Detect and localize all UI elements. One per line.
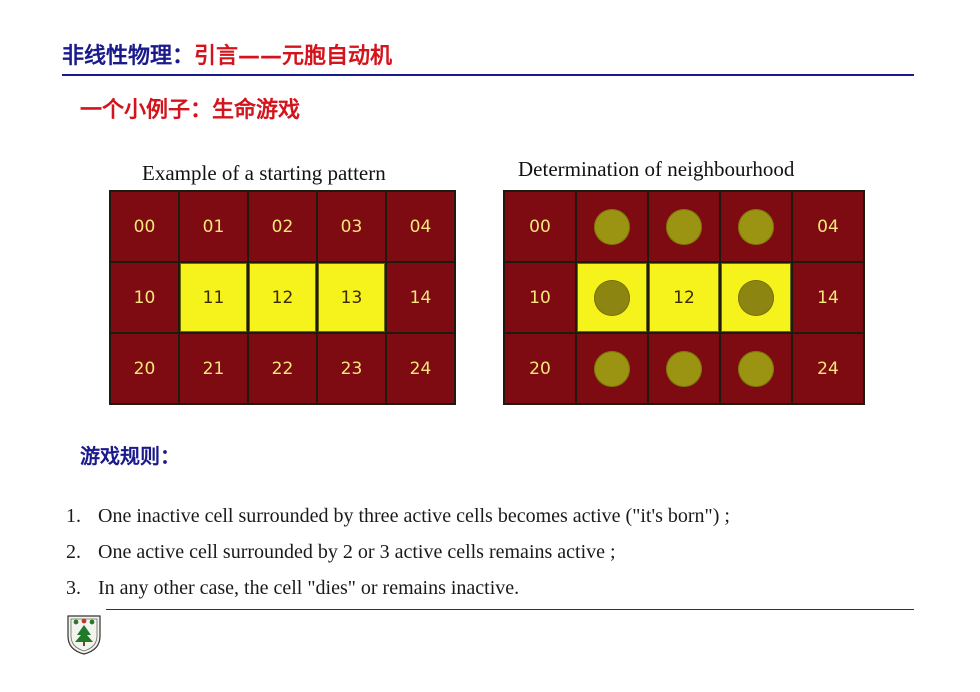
grid-cell: 01 [180, 192, 247, 261]
grid-cell: 00 [111, 192, 178, 261]
rule-item: 2. One active cell surrounded by 2 or 3 a… [66, 534, 730, 570]
grid-cell: 10 [505, 263, 575, 332]
neighbour-dot [738, 208, 774, 245]
cell-label: 12 [271, 287, 294, 308]
grid-cell: 14 [387, 263, 454, 332]
grid-cell [649, 334, 719, 403]
grid-cell: 02 [249, 192, 316, 261]
cell-label: 24 [817, 358, 839, 379]
grid-cell [649, 192, 719, 261]
grid-cell: 22 [249, 334, 316, 403]
section-subtitle: 一个小例子：生命游戏 [80, 98, 301, 123]
cell-label: 04 [409, 216, 432, 237]
grid-cell: 20 [505, 334, 575, 403]
grid-cell: 00 [505, 192, 575, 261]
grid-cell [577, 334, 647, 403]
rule-number: 2. [66, 541, 81, 563]
grid-cell: 04 [793, 192, 863, 261]
cell-label: 20 [133, 358, 156, 379]
grid-cell: 21 [180, 334, 247, 403]
cell-label: 14 [817, 287, 839, 308]
rule-item: 3. In any other case, the cell "dies" or … [66, 570, 730, 606]
title-prefix: 非线性物理： [62, 44, 195, 69]
grid-cell: 24 [387, 334, 454, 403]
grid-cell: 12 [649, 263, 719, 332]
neighbour-dot [594, 279, 630, 316]
cell-label: 24 [409, 358, 432, 379]
neighbour-dot [594, 350, 630, 387]
cell-label: 10 [529, 287, 551, 308]
grid-cell: 11 [180, 263, 247, 332]
grid-cell [721, 334, 791, 403]
rule-number: 1. [66, 505, 81, 527]
neighbour-dot [594, 208, 630, 245]
neighbour-dot [666, 208, 702, 245]
grid-cell: 20 [111, 334, 178, 403]
cell-label: 04 [817, 216, 839, 237]
rule-item: 1. One inactive cell surrounded by three … [66, 498, 730, 534]
neighbour-dot [738, 350, 774, 387]
rule-text: One inactive cell surrounded by three ac… [98, 505, 730, 527]
cell-label: 20 [529, 358, 551, 379]
grid-cell [577, 192, 647, 261]
right-grid-caption: Determination of neighbourhood [518, 157, 795, 181]
grid-cell [721, 263, 791, 332]
university-emblem-icon [67, 615, 101, 655]
rule-number: 3. [66, 577, 81, 599]
grid-cell [577, 263, 647, 332]
footer-divider [106, 609, 914, 610]
grid-cell [721, 192, 791, 261]
cell-label: 00 [529, 216, 551, 237]
grid-cell: 23 [318, 334, 385, 403]
grid-cell: 03 [318, 192, 385, 261]
cell-label: 10 [133, 287, 156, 308]
cell-label: 00 [133, 216, 156, 237]
rules-list: 1. One inactive cell surrounded by three … [66, 498, 730, 606]
neighbourhood-grid: 00 04 10 12 14 20 24 [503, 190, 865, 405]
cell-label: 22 [271, 358, 294, 379]
cell-label: 14 [409, 287, 432, 308]
page-title: 非线性物理：引言——元胞自动机 [62, 38, 392, 70]
grid-cell: 24 [793, 334, 863, 403]
left-grid-caption: Example of a starting pattern [142, 161, 386, 185]
starting-pattern-grid: 00 01 02 03 04 10 11 12 13 14 20 21 22 23 24 [109, 190, 456, 405]
cell-label: 02 [271, 216, 294, 237]
cell-label: 11 [202, 287, 225, 308]
cell-label: 23 [340, 358, 363, 379]
grid-cell: 04 [387, 192, 454, 261]
title-topic: 引言——元胞自动机 [194, 44, 393, 69]
cell-label: 21 [202, 358, 225, 379]
grid-cell: 10 [111, 263, 178, 332]
rule-text: In any other case, the cell "dies" or re… [98, 577, 520, 599]
grid-cell: 13 [318, 263, 385, 332]
title-bar: 非线性物理：引言——元胞自动机 [62, 38, 914, 76]
neighbour-dot [738, 279, 774, 316]
cell-label: 03 [340, 216, 363, 237]
cell-label: 01 [202, 216, 225, 237]
neighbour-dot [666, 350, 702, 387]
rules-title: 游戏规则： [80, 444, 180, 468]
cell-label: 12 [673, 287, 695, 308]
grid-cell: 12 [249, 263, 316, 332]
cell-label: 13 [340, 287, 363, 308]
rule-text: One active cell surrounded by 2 or 3 act… [98, 541, 616, 563]
grid-cell: 14 [793, 263, 863, 332]
